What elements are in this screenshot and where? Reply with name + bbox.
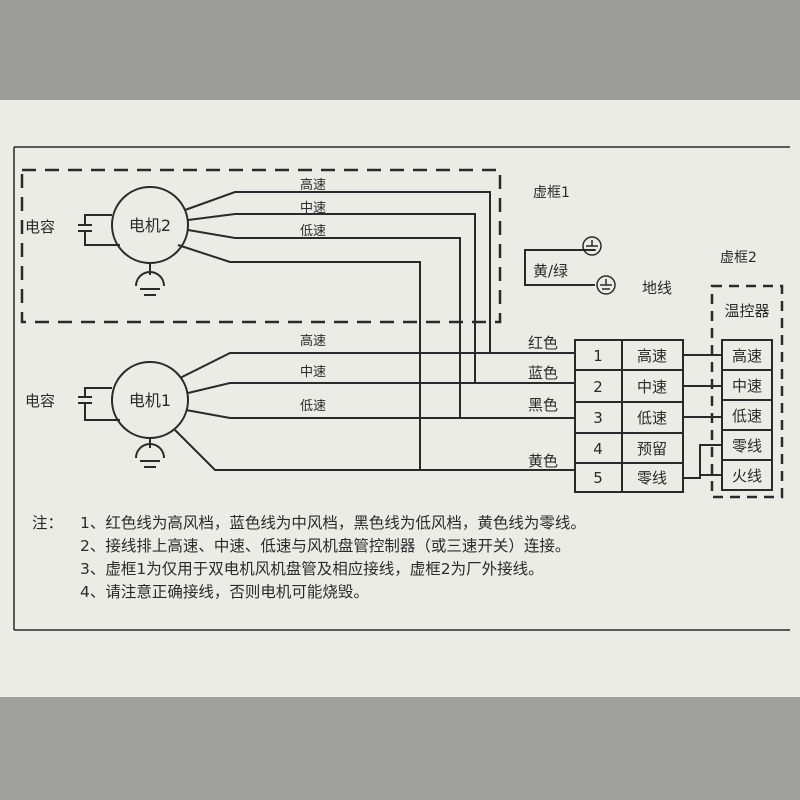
wire-color-red: 红色: [528, 334, 558, 352]
wire-color-blue: 蓝色: [528, 364, 558, 382]
paper-sheet: [0, 100, 800, 697]
notes-section: 注： 1、红色线为高风档，蓝色线为中风档，黑色线为低风档，黄色线为零线。 2、接线…: [32, 512, 772, 604]
motor2-cap-wire-bottom: [84, 231, 120, 246]
terminal-4-num: 4: [593, 440, 603, 458]
dashed-frame-1-label: 虚框1: [533, 185, 570, 201]
ground-symbol-1: [582, 236, 602, 256]
dashed-frame-1: [20, 168, 502, 324]
note-4-text: 4、请注意正确接线，否则电机可能烧毁。: [80, 583, 369, 601]
ground-symbol-2: [596, 275, 616, 295]
thermostat-title: 温控器: [724, 302, 769, 320]
terminal-2-label: 中速: [637, 378, 667, 396]
note-4: 4、请注意正确接线，否则电机可能烧毁。: [32, 581, 772, 604]
link-live: [699, 445, 722, 476]
motor1-label: 电机1: [129, 391, 171, 410]
link-neutral: [683, 444, 722, 479]
motor1-cap-wire-top: [84, 387, 112, 397]
motor1-wire-low: [185, 409, 575, 419]
motor2-capacitor-label: 电容: [25, 218, 55, 236]
motor1-cap-wire-bottom: [84, 403, 120, 421]
motor1-capacitor-label: 电容: [25, 392, 55, 410]
motor1-ground-arc: [135, 443, 165, 459]
note-2-text: 2、接线排上高速、中速、低速与风机盘管控制器（或三速开关）连接。: [80, 537, 571, 555]
note-3: 3、虚框1为仅用于双电机风机盘管及相应接线，虚框2为厂外接线。: [32, 558, 772, 581]
terminal-4-label: 预留: [637, 440, 667, 458]
motor2-wire-high: [184, 191, 491, 330]
terminal-1-num: 1: [593, 347, 603, 365]
note-2: 2、接线排上高速、中速、低速与风机盘管控制器（或三速开关）连接。: [32, 535, 772, 558]
terminal-5-num: 5: [593, 469, 603, 487]
thermostat-terminal-low: 低速: [732, 407, 762, 425]
note-1: 注： 1、红色线为高风档，蓝色线为中风档，黑色线为低风档，黄色线为零线。: [32, 512, 772, 535]
dashed-frame-2-label: 虚框2: [720, 250, 757, 266]
motor1-wire-high: [179, 352, 575, 379]
motor1-label-mid: 中速: [300, 365, 326, 380]
motor2-wire-mid: [187, 213, 476, 330]
motor2-cap-wire-top: [84, 214, 112, 225]
terminal-3-num: 3: [593, 409, 603, 427]
motor2-label-mid: 中速: [300, 201, 326, 216]
motor2-label: 电机2: [129, 216, 171, 235]
terminal-2-num: 2: [593, 378, 603, 396]
background-bottom: [0, 697, 800, 800]
motor1-wire-neutral: [174, 429, 575, 471]
motor2-label-low: 低速: [300, 224, 326, 239]
ground-wire: [524, 249, 595, 286]
ground-wire-color-label: 黄/绿: [533, 262, 568, 280]
motor1-label-high: 高速: [300, 333, 326, 349]
terminal-3-label: 低速: [637, 409, 667, 427]
thermostat-terminal-neutral: 零线: [732, 437, 762, 455]
thermostat-terminal-mid: 中速: [732, 377, 762, 395]
terminal-1-label: 高速: [637, 347, 667, 365]
motor1-label-low: 低速: [300, 399, 326, 414]
motor1-wire-mid: [187, 382, 575, 394]
notes-prefix: 注：: [32, 514, 64, 532]
motor2-label-high: 高速: [300, 177, 326, 193]
thermostat-terminal-high: 高速: [732, 347, 762, 365]
dashed-frame-2: [710, 284, 784, 499]
thermostat-block: [721, 339, 773, 491]
motor2-ground-arc: [135, 271, 165, 287]
note-3-text: 3、虚框1为仅用于双电机风机盘管及相应接线，虚框2为厂外接线。: [80, 560, 544, 578]
thermostat-terminal-live: 火线: [732, 467, 762, 485]
note-1-text: 1、红色线为高风档，蓝色线为中风档，黑色线为低风档，黄色线为零线。: [80, 514, 586, 532]
ground-label: 地线: [642, 279, 672, 297]
background-top: [0, 0, 800, 100]
wire-color-yellow: 黄色: [528, 452, 558, 470]
motor2-wire-neutral: [177, 244, 421, 330]
wire-color-black: 黑色: [528, 396, 558, 414]
terminal-5-label: 零线: [637, 469, 667, 487]
motor2-wire-low: [187, 229, 461, 330]
